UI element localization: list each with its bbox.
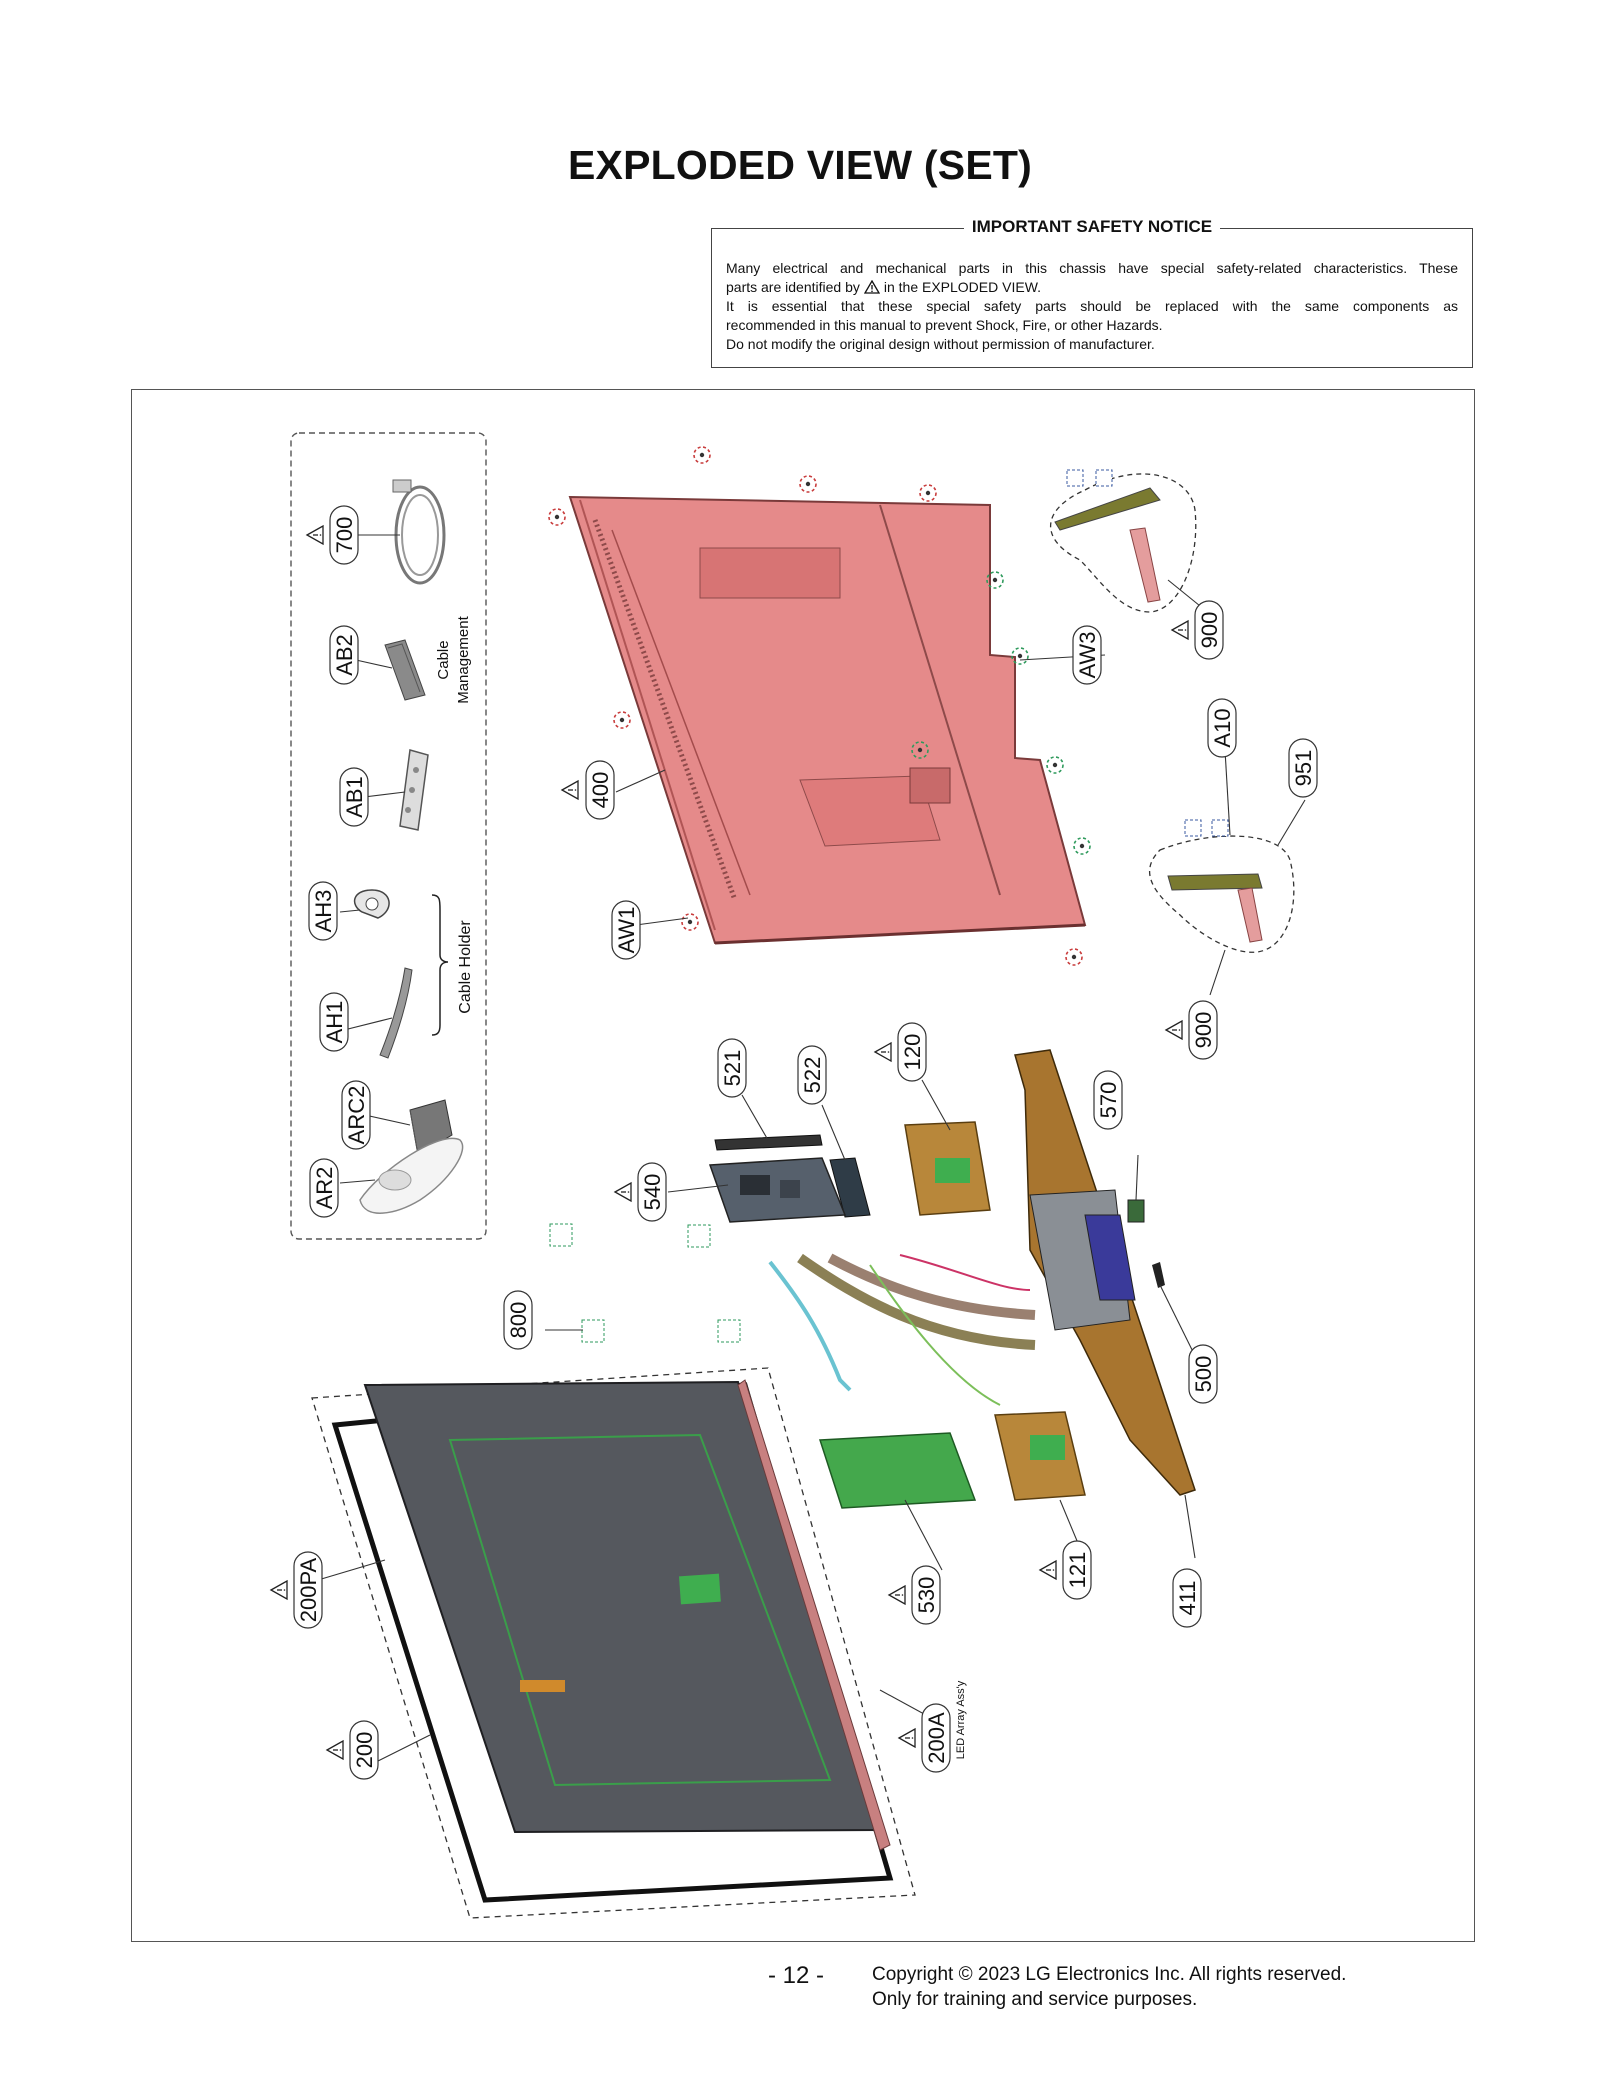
warning-triangle-icon <box>863 280 880 294</box>
safety-notice-heading: IMPORTANT SAFETY NOTICE <box>963 217 1221 236</box>
usage-note: Only for training and service purposes. <box>872 1989 1198 2010</box>
accessory-box <box>290 432 487 1240</box>
part-label-a10: A10 <box>1210 708 1235 747</box>
safety-notice-box: IMPORTANT SAFETY NOTICE Many electrical … <box>711 217 1473 368</box>
warning-triangle-icon <box>326 1740 344 1760</box>
part-label-121: 121 <box>1065 1552 1090 1589</box>
warning-triangle-icon <box>306 525 324 545</box>
cables-illustration <box>768 1253 1036 1406</box>
warning-triangle-icon <box>1165 1020 1183 1040</box>
warning-triangle-icon <box>1171 620 1189 640</box>
board-120-illustration <box>904 1121 991 1216</box>
part-label-120: 120 <box>900 1034 925 1071</box>
remote-ar2-illustration <box>359 1137 464 1214</box>
part-label-200: 200 <box>352 1732 377 1769</box>
clip-icon <box>687 1224 711 1248</box>
part-label-521: 521 <box>720 1050 745 1087</box>
part-label-500: 500 <box>1191 1356 1216 1393</box>
page-number: - 12 - <box>768 1962 825 1989</box>
warning-triangle-icon <box>561 780 579 800</box>
leader-lines <box>317 534 1306 1766</box>
remote-arc2-illustration <box>409 1099 453 1156</box>
cable-holder-ah3-illustration <box>353 889 390 919</box>
warning-triangle-icon <box>1039 1560 1057 1580</box>
part-label-200a: 200A <box>924 1712 949 1764</box>
screw-icon <box>693 446 711 464</box>
clip-icon <box>581 1319 605 1343</box>
notice-line-5: Do not modify the original design withou… <box>726 336 1155 352</box>
warning-triangle-icon <box>888 1585 906 1605</box>
part-label-900-lower: 900 <box>1191 1012 1216 1049</box>
warning-triangle-icon <box>614 1182 632 1202</box>
part-label-ah3: AH3 <box>311 890 336 933</box>
part-label-570: 570 <box>1096 1082 1121 1119</box>
panel-assembly-illustration <box>311 1367 916 1919</box>
part-label-530: 530 <box>914 1577 939 1614</box>
exploded-view-frame <box>131 389 1475 1942</box>
part-label-aw1: AW1 <box>614 907 639 954</box>
part-label-ab1: AB1 <box>342 776 367 818</box>
screw-icon <box>681 913 699 931</box>
led-array-label: LED Array Ass'y <box>955 1680 967 1759</box>
back-cover-illustration <box>568 495 1087 945</box>
part-label-411: 411 <box>1175 1580 1200 1615</box>
notice-line-1: Many electrical and mechanical parts in … <box>726 260 1458 276</box>
copyright-footer: Copyright © 2023 LG Electronics Inc. All… <box>872 1962 1346 2012</box>
cable-management-label-1: Cable <box>435 640 452 679</box>
board-521-522-illustration <box>714 1134 871 1218</box>
cable-holder-ah1-illustration <box>379 967 413 1059</box>
warning-triangle-icon <box>270 1580 288 1600</box>
screw-icon <box>548 508 566 526</box>
part-label-arc2: ARC2 <box>344 1086 369 1145</box>
stand-top-illustration <box>1049 469 1197 613</box>
main-board-540-illustration <box>708 1157 847 1223</box>
screw-icon <box>799 475 817 493</box>
part-label-540: 540 <box>640 1174 665 1211</box>
part-label-900-top: 900 <box>1197 612 1222 649</box>
part-label-400: 400 <box>588 772 613 809</box>
screw-icon <box>1046 756 1064 774</box>
power-cord-illustration <box>392 479 446 585</box>
safety-notice-text: Many electrical and mechanical parts in … <box>726 259 1458 354</box>
part-label-ar2: AR2 <box>312 1167 337 1210</box>
clip-icon <box>717 1319 741 1343</box>
screw-icon <box>613 711 631 729</box>
part-label-ab2: AB2 <box>332 634 357 676</box>
cable-holder-label: Cable Holder <box>457 920 474 1014</box>
part-label-200pa: 200PA <box>296 1557 321 1622</box>
part-label-951: 951 <box>1291 750 1316 787</box>
part-500-illustration <box>1152 1262 1165 1288</box>
part-label-ah1: AH1 <box>322 1001 347 1044</box>
page-title: EXPLODED VIEW (SET) <box>568 142 1032 188</box>
power-board-530-illustration <box>818 1432 977 1509</box>
board-121-illustration <box>994 1411 1086 1501</box>
screw-icon <box>919 484 937 502</box>
clip-icon <box>549 1223 573 1247</box>
cable-holder-ab1-illustration <box>399 749 429 831</box>
copyright-text: Copyright © 2023 LG Electronics Inc. All… <box>872 1964 1347 1985</box>
part-label-700: 700 <box>332 517 357 554</box>
stand-lower-illustration <box>1149 819 1295 953</box>
part-label-800: 800 <box>506 1302 531 1339</box>
warning-triangle-icon <box>898 1728 916 1748</box>
screw-icon <box>1073 837 1091 855</box>
part-label-aw3: AW3 <box>1075 632 1100 679</box>
bracket-411-illustration <box>1014 1049 1196 1496</box>
cable-management-label-2: Management <box>455 615 472 703</box>
board-570-illustration <box>1127 1199 1145 1223</box>
screw-icon <box>1065 948 1083 966</box>
part-label-522: 522 <box>800 1057 825 1094</box>
cable-management-illustration <box>384 639 426 701</box>
warning-triangle-icon <box>874 1042 892 1062</box>
notice-line-4: recommended in this manual to prevent Sh… <box>726 317 1163 333</box>
cable-holder-brace <box>431 894 449 1036</box>
notice-line-3: It is essential that these special safet… <box>726 298 1458 314</box>
